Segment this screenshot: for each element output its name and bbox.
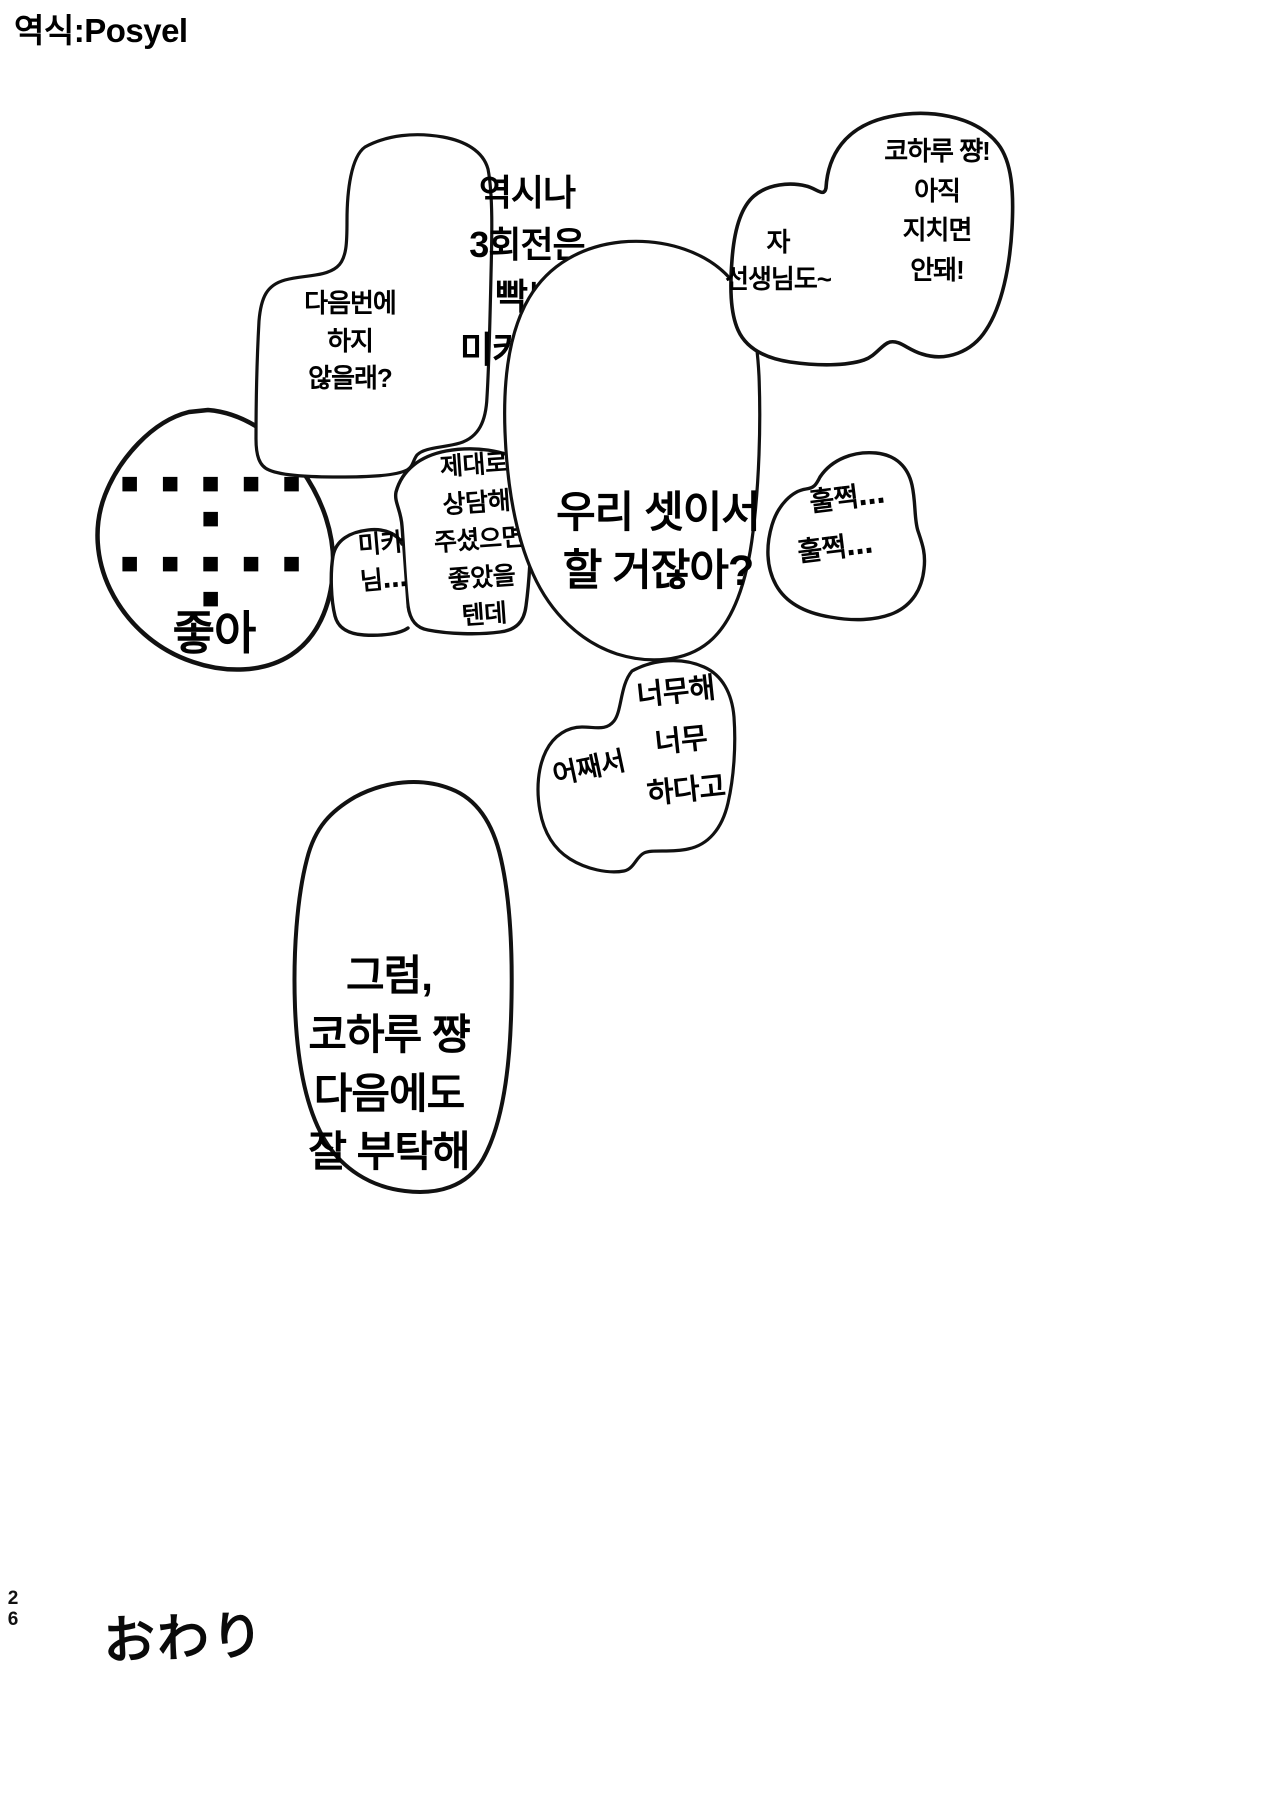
ja-sensei-text: 자 선생님도~ <box>725 227 832 294</box>
ellipsis-line-2: ■ ■ ■ ■ ■ ■ <box>120 547 308 615</box>
bubble-outline-ellipsis-good <box>95 407 336 672</box>
three-of-us-text: 우리 셋이서 할 거잖아? <box>556 489 761 596</box>
bubble-outline-consult-main <box>393 447 533 636</box>
speech-bubble-mika-sigh: 다음번에 하지 않을래? 역시나 3회전은 빡쎄 미카…… <box>247 125 595 485</box>
speech-bubble-too-much: 어째서 너무해 너무 하다고 <box>520 655 755 875</box>
bubble-outline-consult-mika <box>329 527 410 637</box>
speech-bubble-koharu-cheer: 자 선생님도~ 코하루 쨩! 아직 지치면 안돼! <box>688 110 1018 385</box>
speech-bubble-sobbing: 훌쩍… 훌쩍… <box>758 447 933 627</box>
next-time-text: 다음번에 하지 않을래? <box>304 288 397 394</box>
page-number-digit-1: 2 <box>7 1588 19 1609</box>
speech-bubble-consult: 미카 님… 제대로 상담해 주셨으면 좋았을 텐데 <box>328 440 558 640</box>
bubble-outline-sobbing <box>766 451 927 622</box>
bubble-outline-koharu-cheer <box>729 111 1015 367</box>
speech-bubble-ellipsis-good: ■ ■ ■ ■ ■ ■ ■ ■ ■ ■ ■ ■ 좋아 <box>95 407 340 672</box>
speech-bubble-next-time-too: 그럼, 코하루 쨩 다음에도 잘 부탁해 <box>255 775 545 1195</box>
too-much-text: 너무해 너무 하다고 <box>634 670 727 811</box>
end-mark: おわり <box>102 1606 267 1672</box>
page-number: 2 6 <box>2 1588 24 1630</box>
bubble-outline-too-much <box>536 659 737 874</box>
good-text: 좋아 <box>172 607 257 659</box>
page-number-digit-2: 6 <box>7 1609 19 1630</box>
next-time-too-text: 그럼, 코하루 쨩 다음에도 잘 부탁해 <box>308 952 470 1176</box>
translator-credit: 역식:Posyel <box>14 12 188 49</box>
bubble-outline-mika-sigh <box>254 133 494 479</box>
koharu-text: 코하루 쨩! 아직 지치면 안돼! <box>884 136 991 285</box>
bubble-outline-next-time-too <box>292 780 514 1194</box>
